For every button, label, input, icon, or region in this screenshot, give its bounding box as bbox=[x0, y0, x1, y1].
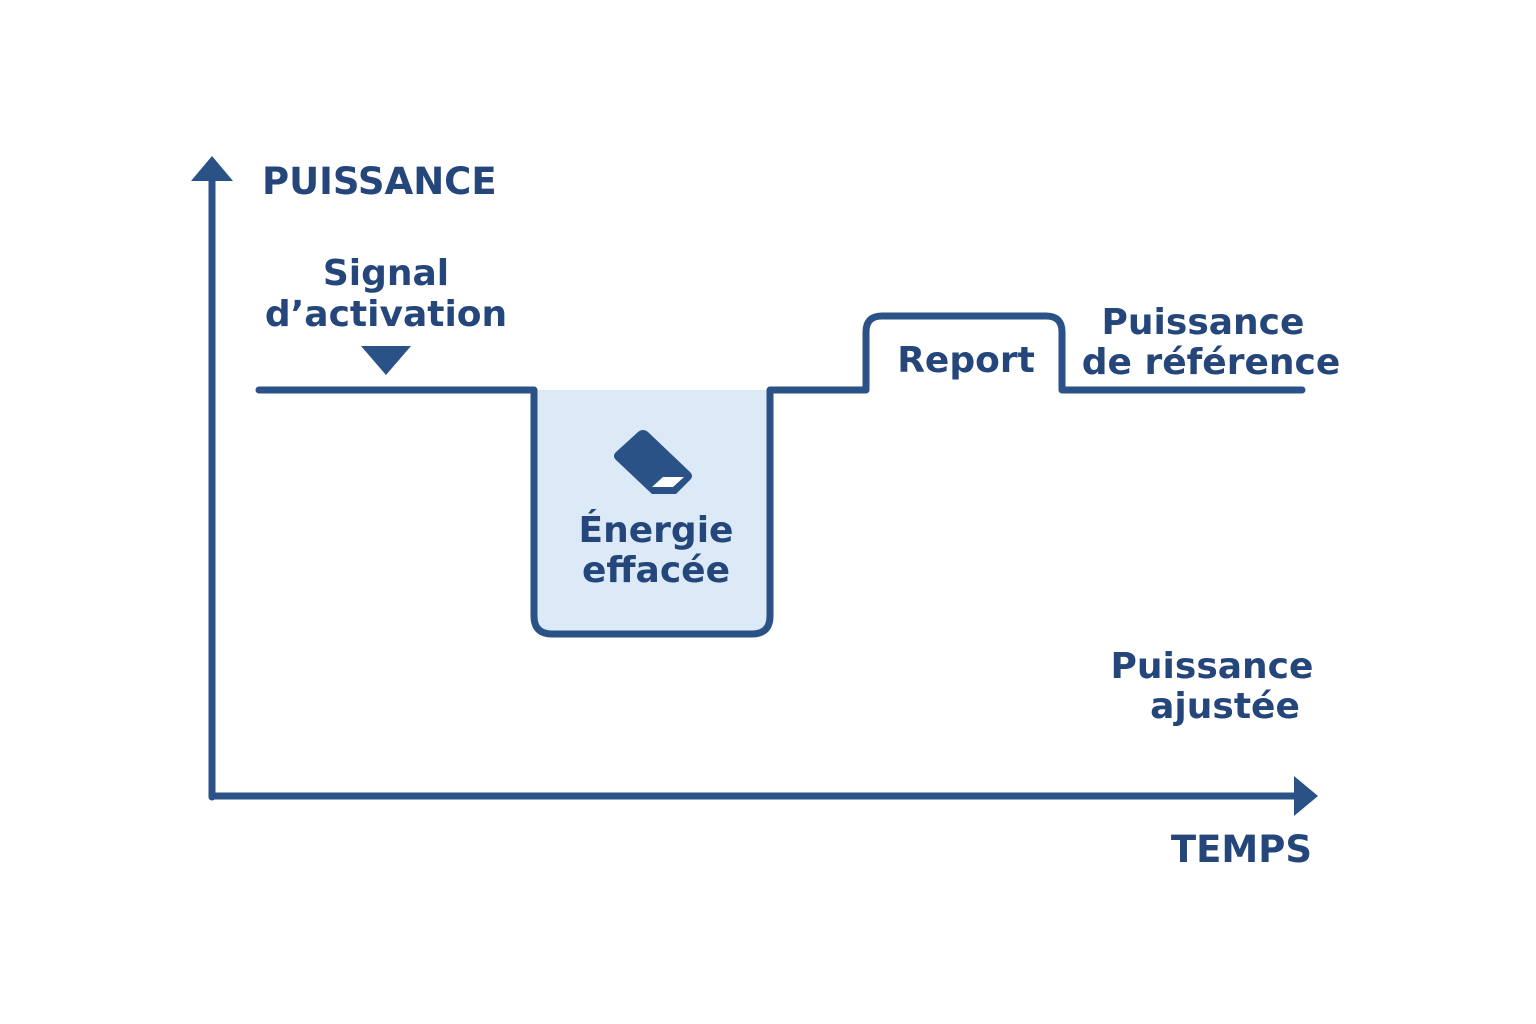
x-axis-label: TEMPS bbox=[1171, 828, 1312, 871]
energy-label-line2: effacée bbox=[582, 550, 730, 591]
y-axis-arrow-icon bbox=[191, 156, 233, 181]
axes bbox=[191, 156, 1318, 816]
energy-label-line1: Énergie bbox=[579, 509, 734, 551]
eraser-icon bbox=[614, 430, 692, 494]
reference-power-label-line1: Puissance bbox=[1102, 302, 1305, 343]
reference-power-label-line2: de référence bbox=[1082, 342, 1341, 383]
adjusted-power-label-line1: Puissance bbox=[1111, 646, 1314, 687]
y-axis-label: PUISSANCE bbox=[262, 160, 497, 203]
energy-erased-area bbox=[534, 390, 770, 634]
signal-label-line1: Signal bbox=[323, 253, 449, 294]
x-axis-arrow-icon bbox=[1294, 776, 1318, 816]
adjusted-power-label-line2: ajustée bbox=[1150, 686, 1300, 727]
report-label: Report bbox=[897, 340, 1035, 381]
triangle-down-icon bbox=[361, 346, 411, 375]
power-curve bbox=[255, 312, 1306, 638]
signal-label-line2: d’activation bbox=[265, 294, 507, 335]
